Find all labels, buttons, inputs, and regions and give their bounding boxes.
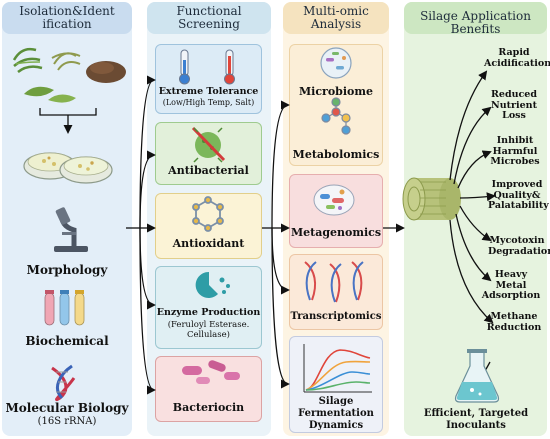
benefit-inhibit-harmful-microbes: Inhibit Harmful Microbes <box>490 135 540 167</box>
molecular-biology-label: Molecular Biology <box>5 401 129 415</box>
isolation-to-screening-arrows <box>126 75 156 395</box>
isolation-title: Isolation&Ident ification <box>19 4 115 31</box>
extreme-tolerance-sub: (Low/High Temp, Salt) <box>162 98 255 107</box>
metagenomics-bacteria-icon <box>313 184 355 216</box>
benefits-header: Silage Application Benefits <box>404 2 547 36</box>
leaf-icon <box>24 86 76 103</box>
grass-icon <box>12 47 43 74</box>
antioxidant-label: Antioxidant <box>172 237 245 250</box>
screening-to-omic-arrows <box>262 100 290 389</box>
bacteria-icon <box>182 360 240 384</box>
dna-icon <box>51 364 76 401</box>
benefit-mycotoxin-degradation: Mycotoxin Degradation <box>488 235 550 257</box>
morphology-label: Morphology <box>26 263 108 277</box>
benefit-improved-quality: Improved Quality& Palatability <box>488 179 549 211</box>
benefit-rapid-acidification: Rapid Acidification <box>484 47 550 69</box>
benefits-footer: Efficient, Targeted Inoculants <box>423 408 529 431</box>
petri-dish-icon <box>23 152 113 184</box>
dynamics-line-chart-icon <box>303 344 372 393</box>
thermometer-icon <box>179 49 235 85</box>
benefit-reduced-nutrient-loss: Reduced Nutrient Loss <box>491 89 537 121</box>
benefit-methane-reduction: Methane Reduction <box>486 311 542 333</box>
enzyme-production-label: Enzyme Production <box>156 307 261 318</box>
hay-bale-icon <box>402 177 461 221</box>
card-extreme-tolerance <box>155 44 262 114</box>
transcriptomics-label: Transcriptomics <box>290 311 382 322</box>
fermentation-dynamics-label: Silage Fermentation Dynamics <box>298 396 374 431</box>
no-bacteria-icon <box>191 126 226 163</box>
screening-header: Functional Screening <box>147 2 271 34</box>
benefits-title: Silage Application Benefits <box>420 9 531 36</box>
molecular-biology-sub: (16S rRNA) <box>37 416 97 427</box>
isolation-header: Isolation&Ident ification <box>2 2 132 34</box>
soil-icon <box>86 61 126 83</box>
omic-title: Multi-omic Analysis <box>303 4 369 31</box>
dna-helix-icon <box>304 261 364 303</box>
enzyme-production-sub: (Feruloyl Esterase. Cellulase) <box>167 320 250 340</box>
metabolite-molecule-icon <box>321 97 351 135</box>
extreme-tolerance-label: Extreme Tolerance <box>158 86 259 97</box>
enzyme-pacman-icon <box>195 271 230 298</box>
microbiome-label: Microbiome <box>298 85 374 98</box>
antibacterial-label: Antibacterial <box>168 164 249 177</box>
benefit-heavy-metal-adsorption: Heavy Metal Adsorption <box>481 269 541 301</box>
screening-title: Functional Screening <box>176 4 242 31</box>
test-tubes-icon <box>44 290 85 326</box>
biochemical-label: Biochemical <box>25 334 109 348</box>
metagenomics-label: Metagenomics <box>290 226 382 239</box>
omic-header: Multi-omic Analysis <box>283 2 389 34</box>
microbiome-petri-icon <box>320 47 352 79</box>
bacteriocin-label: Bacteriocin <box>172 401 245 414</box>
metabolomics-label: Metabolomics <box>292 148 380 161</box>
flask-icon <box>454 349 500 403</box>
card-transcriptomics <box>289 254 383 330</box>
merge-connector <box>39 108 97 132</box>
dry-grass-icon <box>51 52 81 71</box>
microscope-icon <box>54 207 88 252</box>
card-bacteriocin <box>155 356 262 422</box>
hexagon-molecule-icon <box>192 196 224 232</box>
